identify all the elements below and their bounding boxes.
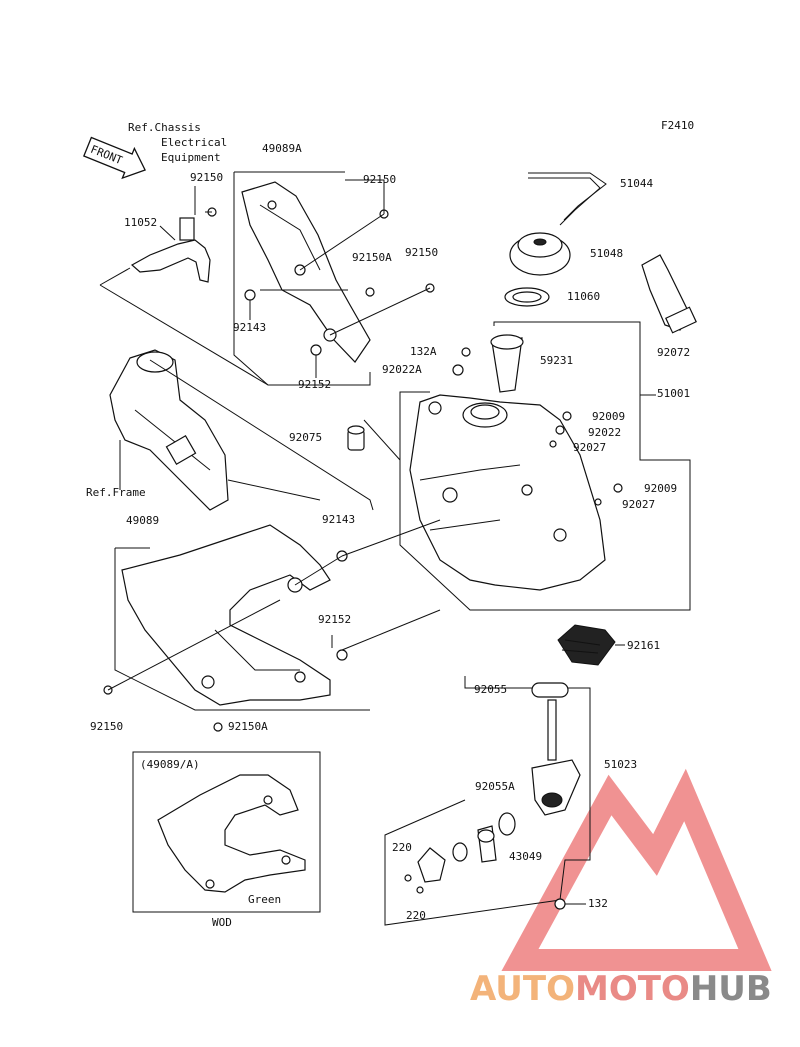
label-220-b: 220 [406,909,426,922]
ref-chassis-line3: Equipment [161,151,221,164]
gasket-92055 [531,682,569,698]
hose-51044 [528,172,607,226]
collar-92022 [555,425,565,435]
label-92150A-b: 92150A [228,720,268,733]
label-92150A-a: 92150A [352,251,392,264]
label-92022: 92022 [588,426,621,439]
shroud-49089 [121,524,331,706]
clip-132 [554,898,566,910]
label-132: 132 [588,897,608,910]
label-92143-a: 92143 [233,321,266,334]
nut-92152-b [336,649,348,661]
screw-220-a [404,874,412,882]
washer-92143-a [244,289,256,301]
cover-92161 [557,624,616,666]
plate-220 [417,847,446,883]
part-labels: 49089A 92150 92150 11052 92150 92150A 92… [90,142,690,929]
label-92150-c: 92150 [405,246,438,259]
washer-92022A [452,364,464,376]
label-92150-b: 92150 [363,173,396,186]
label-51048: 51048 [590,247,623,260]
label-92152-a: 92152 [298,378,331,391]
grommet-92009-b [613,483,623,493]
bolt-92150A-b [213,722,223,732]
grommet-92009-a [562,411,572,421]
nut-92152-a [310,344,322,356]
collar-92027-a [549,440,557,448]
label-49089: 49089 [126,514,159,527]
label-92009-a: 92009 [592,410,625,423]
label-220-a: 220 [392,841,412,854]
inset-note: Green [248,893,281,906]
label-92152-b: 92152 [318,613,351,626]
label-51023: 51023 [604,758,637,771]
label-92161: 92161 [627,639,660,652]
diagram-code: F2410 [661,119,694,132]
gasket-11060 [504,287,550,307]
watermark-moto: MOTO [575,969,690,1009]
ref-chassis-line1: Ref.Chassis [128,121,201,134]
tank-cap-51048 [509,232,571,276]
label-92150-d: 92150 [90,720,123,733]
watermark-logo [501,768,772,971]
screw-220-b [416,886,424,894]
collar-92027-b [594,498,602,506]
bracket-11052 [130,217,211,283]
filler-neck-59231 [490,334,524,393]
bolt-92150A-a [365,287,375,297]
label-92150-a: 92150 [190,171,223,184]
strap-92072 [641,254,697,334]
shroud-49089A [241,181,371,363]
ref-chassis-line2: Electrical [161,136,227,149]
washer-ring [452,842,468,862]
label-92072: 92072 [657,346,690,359]
inset-title: (49089/A) [140,758,200,771]
label-49089A: 49089A [262,142,302,155]
label-92009-b: 92009 [644,482,677,495]
bolt-132A [461,347,471,357]
label-59231: 59231 [540,354,573,367]
label-92022A: 92022A [382,363,422,376]
label-92055A: 92055A [475,780,515,793]
watermark-text: AUTOMOTOHUB [470,969,772,1009]
fuel-cock-51023 [531,699,581,816]
inset-footer: WOD [212,916,232,929]
front-arrow-icon: FRONT [83,136,146,180]
label-11052: 11052 [124,216,157,229]
label-92055: 92055 [474,683,507,696]
label-92027-a: 92027 [573,441,606,454]
inset-49089A [132,751,321,913]
watermark-hub: HUB [690,969,772,1009]
label-51001: 51001 [657,387,690,400]
watermark-auto: AUTO [470,969,575,1009]
fuel-tank-51001 [409,394,606,591]
watermark-triangle-icon [501,768,772,971]
oring-92055A [498,812,516,836]
label-11060: 11060 [567,290,600,303]
label-51044: 51044 [620,177,653,190]
frame-reference [109,349,229,511]
label-92027-b: 92027 [622,498,655,511]
label-43049: 43049 [509,850,542,863]
damper-92075 [347,425,365,451]
label-92143-b: 92143 [322,513,355,526]
ref-frame-label: Ref.Frame [86,486,146,499]
label-92075: 92075 [289,431,322,444]
lever-43049 [477,825,497,863]
label-132A: 132A [410,345,437,358]
